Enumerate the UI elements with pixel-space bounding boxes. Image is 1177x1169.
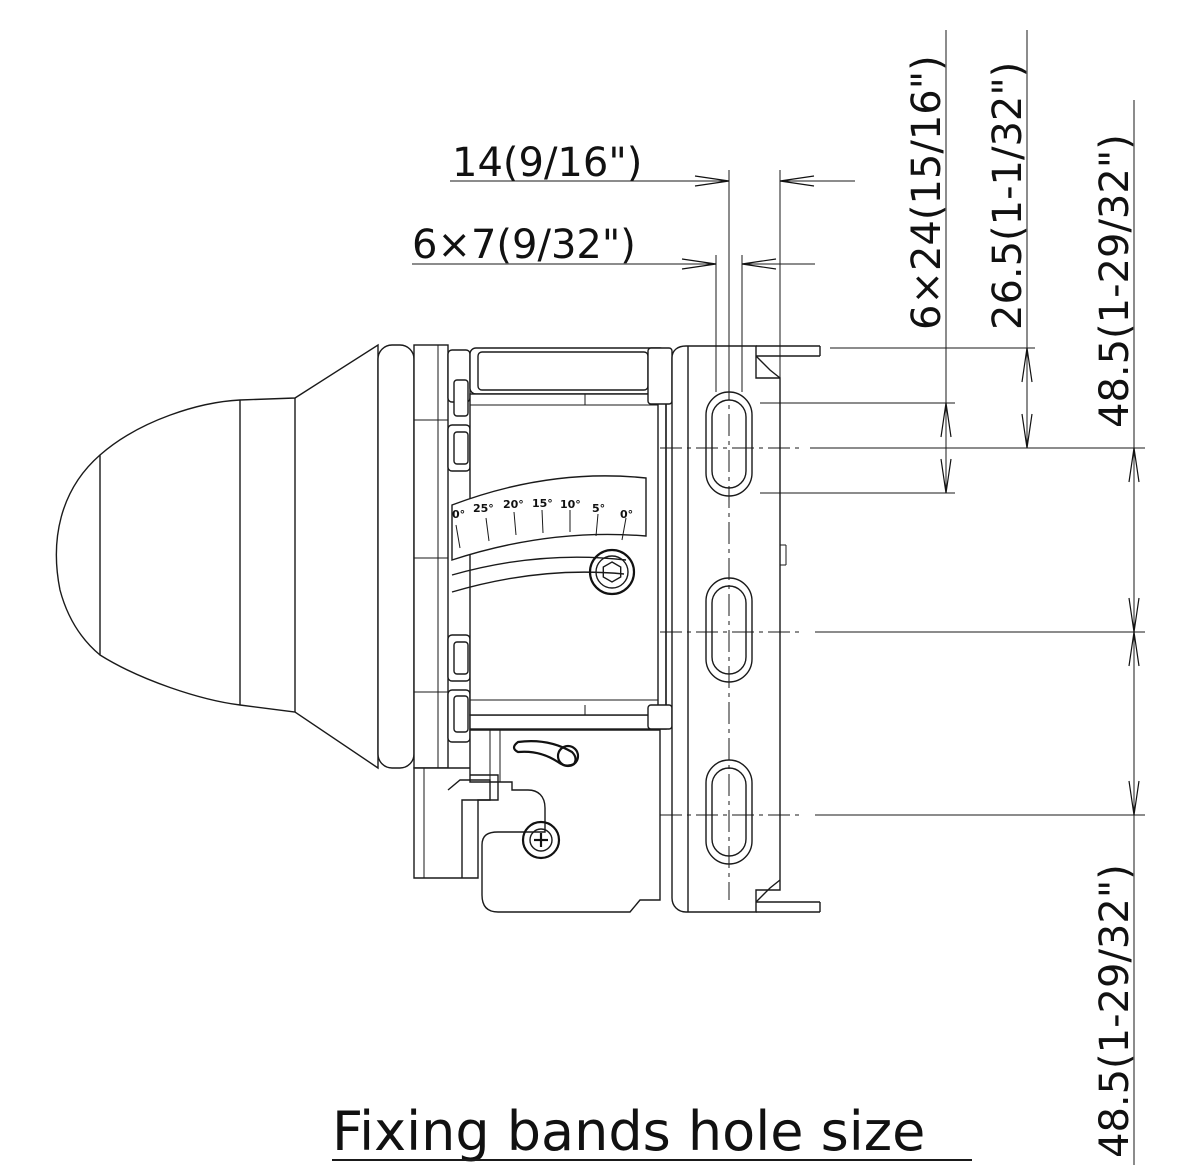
dim-pitch-lower: 48.5(1-29/32") — [1092, 631, 1140, 1165]
dim-pitch-width-label: 14(9/16") — [452, 140, 642, 186]
dim-pitch-upper-label: 48.5(1-29/32") — [1092, 134, 1138, 428]
dim-extension-lines — [760, 347, 1145, 816]
lower-bracket — [413, 729, 661, 913]
lever-icon — [512, 740, 580, 768]
dim-pitch-lower-label: 48.5(1-29/32") — [1092, 864, 1138, 1158]
camera-dome — [55, 343, 379, 770]
dim-pitch-width: 14(9/16") — [450, 140, 855, 380]
drawing-title: Fixing bands hole size — [332, 1100, 972, 1163]
tilt-label-5: 5° — [592, 502, 605, 515]
dim-top-offset-label: 26.5(1-1/32") — [985, 62, 1031, 330]
camera-flange — [377, 344, 449, 769]
mount-body — [469, 347, 673, 730]
side-clips — [447, 349, 471, 743]
tilt-label-1: 25° — [473, 502, 494, 515]
hex-bolt-icon — [588, 548, 636, 596]
tilt-label-0: 0° — [452, 508, 465, 521]
center-lines — [660, 378, 800, 900]
tilt-label-6: 0° — [620, 508, 633, 521]
tilt-label-2: 20° — [503, 498, 524, 511]
phillips-screw-icon — [521, 820, 561, 860]
tilt-label-3: 15° — [532, 497, 553, 510]
dim-slot-width-label: 6×7(9/32") — [412, 222, 636, 268]
tilt-label-4: 10° — [560, 498, 581, 511]
dim-slot-width: 6×7(9/32") — [412, 222, 815, 392]
dim-slot-length: 6×24(15/16") — [904, 30, 952, 494]
dim-top-offset: 26.5(1-1/32") — [985, 30, 1033, 449]
dim-slot-length-label: 6×24(15/16") — [904, 55, 950, 330]
dim-pitch-upper: 48.5(1-29/32") — [1092, 100, 1140, 633]
title-text: Fixing bands hole size — [332, 1100, 925, 1163]
